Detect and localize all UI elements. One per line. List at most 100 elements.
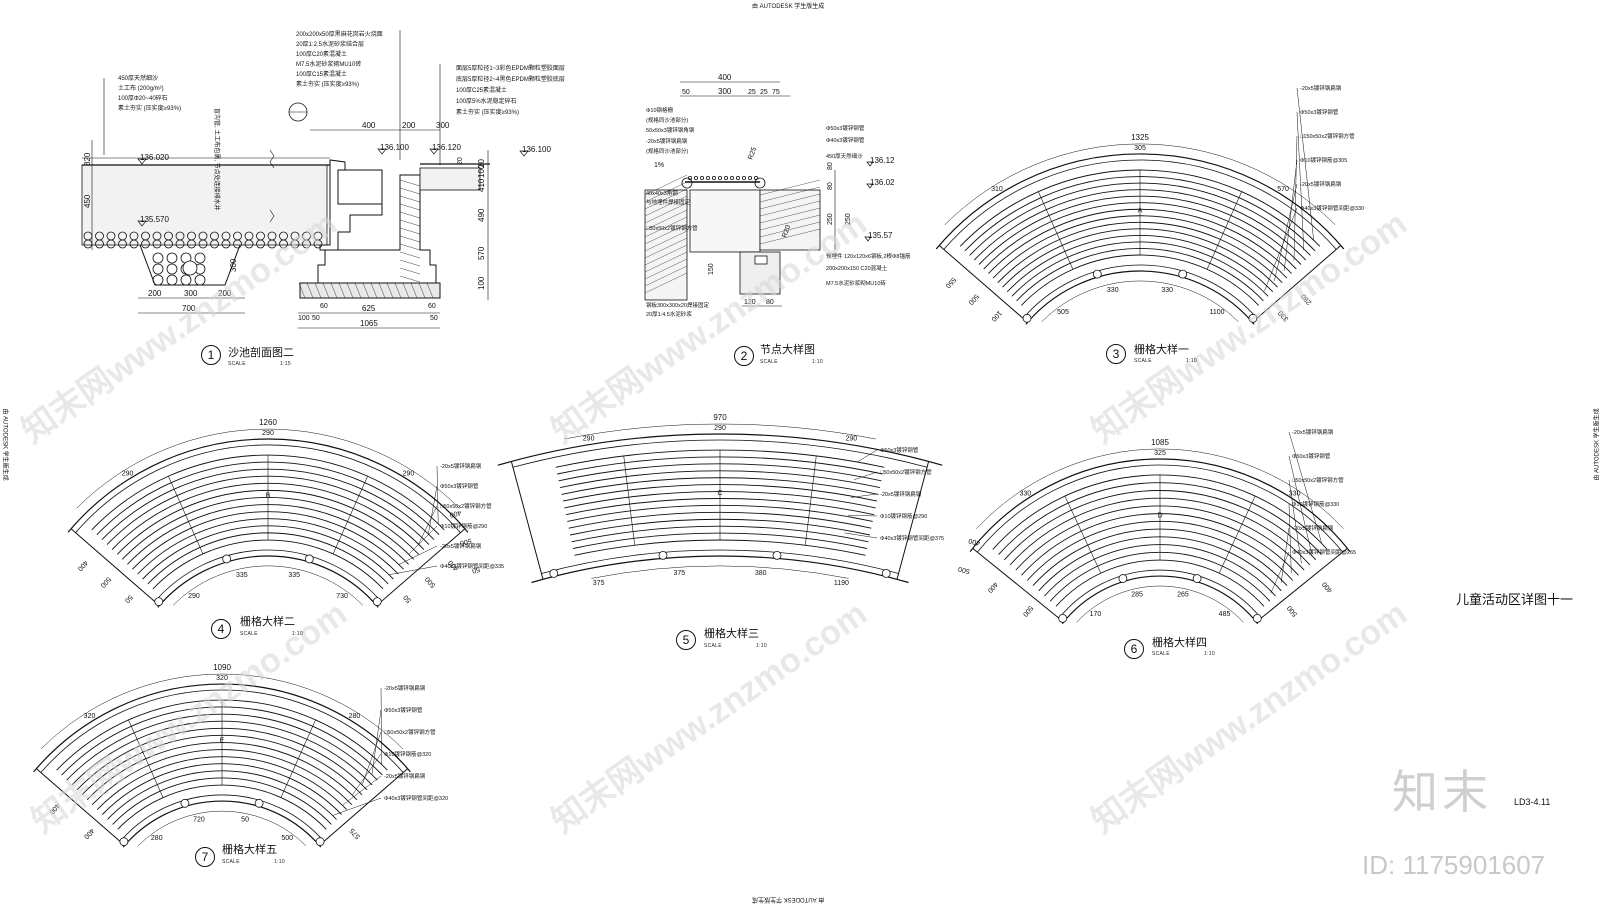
callout-note: -20x5镀锌钢扁钢 [1292,428,1334,436]
dim-label: 490 [477,208,486,222]
wall-left [644,189,688,301]
foundation-wall [317,174,437,283]
drain-pipe [182,260,198,276]
dim-label: 320 [84,713,96,720]
hatch [399,251,421,259]
dim-label: 25 [760,89,768,96]
leader [857,449,878,463]
grate-rib [280,719,316,798]
dim-label: 100 [990,309,1003,322]
dim-label: 500 [281,835,293,842]
gravel [152,252,164,264]
grate-rib [1064,495,1102,574]
grate-rib [128,719,164,798]
support-tube [1178,269,1188,279]
dim-arc [1041,280,1239,322]
grate-bar [712,175,717,180]
dim-label: 625 [362,304,376,313]
gravel [129,239,139,249]
note-left: 土工布 (200g/m²) [118,84,164,92]
leader [332,797,382,816]
dim-label: 1100 [1209,309,1224,316]
dim-label: 250 [845,213,852,225]
dim-label: 1085 [1151,438,1169,447]
elevation-label: 136.12 [870,156,895,165]
gravel [198,239,208,249]
grate-bar [1020,254,1260,306]
dim-label: 375 [673,570,685,577]
note-right: Φ40x3镀锌钢管 [826,136,865,144]
hatch [399,187,421,195]
gravel [166,252,178,264]
leader [1274,183,1298,281]
dim-label: 1325 [1131,133,1149,142]
frame-outer [969,458,1351,552]
gravel [164,239,173,249]
callout-note: □150x50x2镀锌钢方管 [1300,132,1355,140]
scale-label-4: SCALE [240,631,258,637]
callout-note: □50x50x2镀锌钢方管 [440,502,492,510]
support-tube [222,554,232,564]
gravel [95,239,104,249]
support-tube [549,569,559,578]
note-left: (规格同沙池部分) [646,116,688,124]
gravel [279,239,288,249]
leader [1264,207,1298,292]
elevation-mark [137,220,147,227]
hatch [330,282,338,299]
leader [853,471,878,480]
support-tube [119,837,129,847]
dim-label: 290 [188,593,200,600]
grate-rib [1206,191,1242,270]
support-tube [254,798,264,808]
callout-note: □50x50x2镀锌钢方管 [384,728,436,736]
gravel [141,239,150,249]
hatch [298,282,306,299]
callout-note: -20x5镀锌钢扁钢 [880,490,922,498]
gravel [210,239,219,249]
hatch [322,282,330,299]
callout-note: Φ10镀锌钢筋@305 [1300,156,1347,164]
hatch [759,207,821,224]
leader [428,485,438,534]
support-tube [1252,613,1262,623]
frame-bottom-outer [1061,575,1259,625]
note-right: 450厚天然细沙 [826,152,863,160]
hatch [346,282,354,299]
frame-bottom-outer [531,555,909,584]
grate-rib [1218,495,1256,574]
note-left: (规格同沙池部分) [646,147,688,155]
dim-label: 380 [755,570,767,577]
leader [1288,479,1302,564]
dim-label: 1190 [834,580,849,587]
grate-bar [1055,559,1265,607]
callout-note: Φ40x3镀锌钢管间距@265 [1292,548,1356,556]
detail-number-6: 6 [1124,639,1144,659]
hatch [370,282,378,299]
hatch [644,265,688,287]
gravel [233,239,242,249]
frame-bottom-outer [122,800,322,848]
hatch [644,195,688,217]
dim-label: 485 [1219,611,1231,618]
dim-label: 290 [846,436,858,443]
dim-label: 290 [122,470,134,477]
leader [847,514,878,517]
callout-note: Φ40x3镀锌钢管间距@335 [440,562,504,570]
slope-label: 1% [654,162,664,169]
frame-side [319,768,408,846]
dim-arc [76,428,460,509]
scale-value-7: 1:10 [274,859,285,865]
curb-stone [337,169,383,205]
note-top: 100厚C15素混凝土 [296,70,347,78]
note-right: 100厚5%水泥稳定碎石 [456,97,517,105]
autodesk-stamp-bottom: 由 AUTODESK 学生版生成 [752,896,825,902]
scale-label-6: SCALE [1152,651,1170,657]
elevation-mark [429,148,439,155]
elevation-label: 136.020 [140,153,169,162]
dim-label: 400 [968,537,981,547]
frame-bottom-inner [119,794,325,842]
hatch [644,216,688,238]
gravel [187,239,196,249]
scale-label-2: SCALE [760,359,778,365]
